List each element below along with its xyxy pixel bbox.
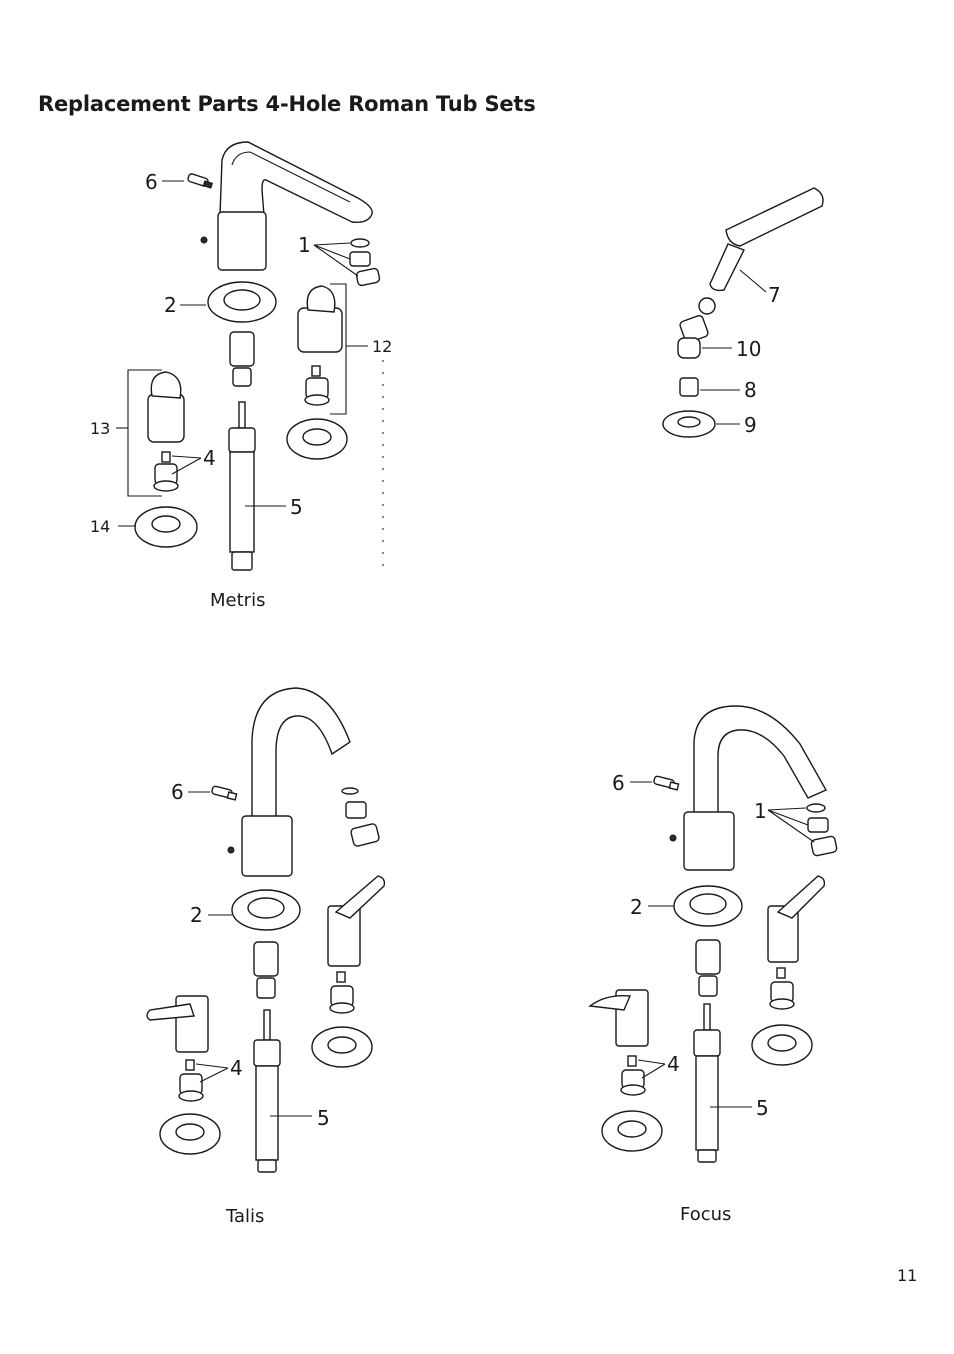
talis-aerator (341, 787, 380, 847)
focus-spout (693, 705, 827, 817)
talis-diagram: 6 2 5 (146, 687, 386, 1227)
metris-callout-6: 6 (145, 170, 158, 194)
talis-spout-body (241, 815, 293, 877)
handshower-head (725, 187, 824, 247)
metris-callout-5: 5 (290, 495, 303, 519)
handshower-part-8 (679, 377, 699, 397)
focus-callout-2: 2 (630, 895, 643, 919)
metris-spout (219, 141, 373, 224)
talis-handle-right (327, 875, 386, 1014)
metris-callout-1: 1 (298, 233, 311, 257)
metris-diagram: 6 1 2 5 (90, 141, 392, 611)
focus-spout-body (683, 811, 735, 871)
handshower-hose-part-10 (677, 314, 709, 359)
talis-diverter-part-5 (253, 1009, 281, 1173)
focus-pin-part-6 (653, 775, 680, 791)
metris-callout-4: 4 (203, 446, 216, 470)
handshower-handle-part-7 (709, 243, 745, 292)
metris-diverter (229, 331, 255, 367)
metris-caption: Metris (210, 590, 265, 611)
metris-callout-12: 12 (372, 337, 392, 356)
handshower-callout-8: 8 (744, 378, 757, 402)
handshower-callout-10: 10 (736, 337, 761, 361)
focus-callout-6: 6 (612, 771, 625, 795)
metris-callout-13: 13 (90, 419, 110, 438)
focus-caption: Focus (680, 1204, 731, 1225)
focus-handle-left (588, 989, 649, 1096)
metris-pin-part-6 (187, 173, 214, 189)
focus-callout-4: 4 (667, 1052, 680, 1076)
page-title: Replacement Parts 4-Hole Roman Tub Sets (38, 92, 536, 116)
focus-callout-5: 5 (756, 1096, 769, 1120)
talis-callout-2: 2 (190, 903, 203, 927)
talis-pin-part-6 (211, 785, 238, 801)
focus-diverter-part-5 (693, 1003, 721, 1163)
metris-callout-2: 2 (164, 293, 177, 317)
handshower-callout-9: 9 (744, 413, 757, 437)
metris-diverter-part-5 (228, 401, 256, 571)
focus-diagram: 6 1 2 5 (588, 705, 838, 1225)
focus-handle-right (767, 875, 826, 1010)
talis-spout (251, 687, 351, 821)
talis-callout-4: 4 (230, 1056, 243, 1080)
metris-aerator-part-1 (349, 238, 381, 287)
focus-aerator-part-1 (806, 803, 838, 857)
metris-handle-right (297, 285, 343, 406)
talis-diverter (253, 941, 279, 977)
metris-spout-body (217, 211, 267, 271)
talis-handle-left (146, 995, 209, 1102)
focus-diverter (695, 939, 721, 975)
metris-setscrew (200, 236, 208, 244)
metris-handle-left (147, 371, 185, 492)
page-number: 11 (897, 1266, 917, 1285)
talis-caption: Talis (225, 1206, 264, 1227)
handshower-callout-7: 7 (768, 283, 781, 307)
talis-callout-5: 5 (317, 1106, 330, 1130)
talis-callout-6: 6 (171, 780, 184, 804)
handshower-diagram: 7 10 8 9 (662, 187, 824, 438)
metris-callout-14: 14 (90, 517, 110, 536)
focus-callout-1: 1 (754, 799, 767, 823)
